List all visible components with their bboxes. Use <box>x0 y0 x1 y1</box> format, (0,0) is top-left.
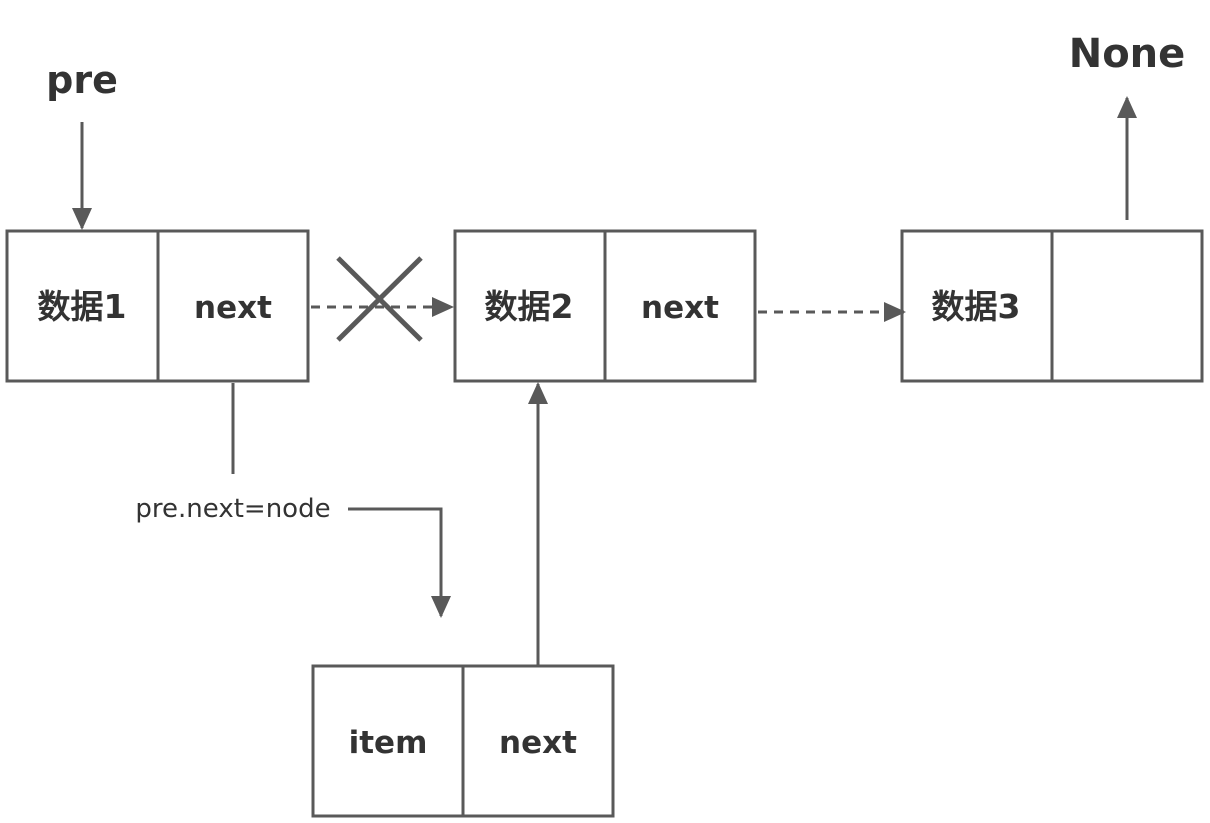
pre-label: pre <box>46 58 118 102</box>
none-label: None <box>1069 31 1186 77</box>
new-node: item next <box>311 664 615 818</box>
node-1-next: next <box>194 290 272 326</box>
node-2-next: next <box>641 290 719 326</box>
instruction-label: pre.next=node <box>135 494 330 524</box>
node-3-data: 数据3 <box>932 287 1021 326</box>
new-node-data: item <box>349 725 428 761</box>
node-1: 数据1 next <box>5 229 310 383</box>
cross-icon <box>336 256 423 342</box>
instruction-to-new-node-arrow <box>348 507 451 618</box>
node-2: 数据2 next <box>453 229 757 383</box>
node-2-data: 数据2 <box>485 287 574 326</box>
node-1-data: 数据1 <box>38 287 127 326</box>
new-node-next: next <box>499 725 577 761</box>
node-3: 数据3 <box>900 229 1204 383</box>
